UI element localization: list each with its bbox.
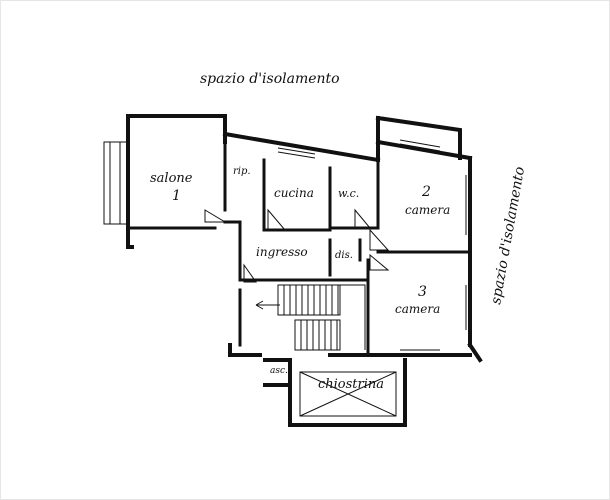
window-cucina-inner [277, 151, 316, 159]
wall-rip-bottom [223, 220, 242, 282]
wall-corner-se [467, 342, 483, 363]
door-salone [204, 209, 227, 223]
windows [103, 139, 467, 351]
doors [204, 208, 390, 283]
window-salone [103, 141, 129, 225]
stair-upper-flight [277, 284, 341, 316]
window-camera2-inner [399, 143, 441, 152]
window-cucina [277, 147, 316, 155]
stair-arrow-head [255, 300, 264, 310]
staircase [255, 284, 366, 351]
wall-camera2-top [375, 139, 473, 161]
label-cucina: cucina [274, 186, 314, 200]
label-camera2: camera [405, 203, 450, 217]
label-camera3-num: 3 [418, 284, 427, 300]
wall-camera2-roof [375, 115, 462, 160]
label-wc: w.c. [338, 187, 359, 200]
label-salone-num: 1 [172, 188, 181, 204]
label-camera2-num: 2 [421, 184, 431, 200]
label-asc: asc. [270, 366, 288, 376]
door-wc [354, 208, 372, 229]
label-dis: dis. [335, 250, 353, 261]
stair-lower-flight [294, 319, 341, 351]
label-side-note: spazio d'isolamento [488, 165, 528, 305]
stair-landing [340, 284, 366, 350]
label-ingresso: ingresso [256, 245, 308, 259]
door-cucina [267, 208, 287, 231]
label-top-note: spazio d'isolamento [200, 71, 340, 87]
door-camera3 [369, 253, 390, 271]
door-camera2 [369, 228, 390, 251]
chiostrina-void [299, 371, 397, 417]
outer-walls [126, 114, 483, 427]
door-entrance [243, 263, 257, 283]
chiostrina-light-well [299, 371, 397, 417]
wall-north-diagonal [222, 131, 381, 163]
window-camera2 [399, 139, 441, 148]
label-chiostrina: chiostrina [318, 377, 384, 392]
label-rip: rip. [233, 166, 251, 177]
label-camera3: camera [395, 302, 440, 316]
stair-steps [283, 285, 339, 350]
label-salone: salone [150, 171, 193, 186]
chiostrina-cross [299, 371, 397, 417]
